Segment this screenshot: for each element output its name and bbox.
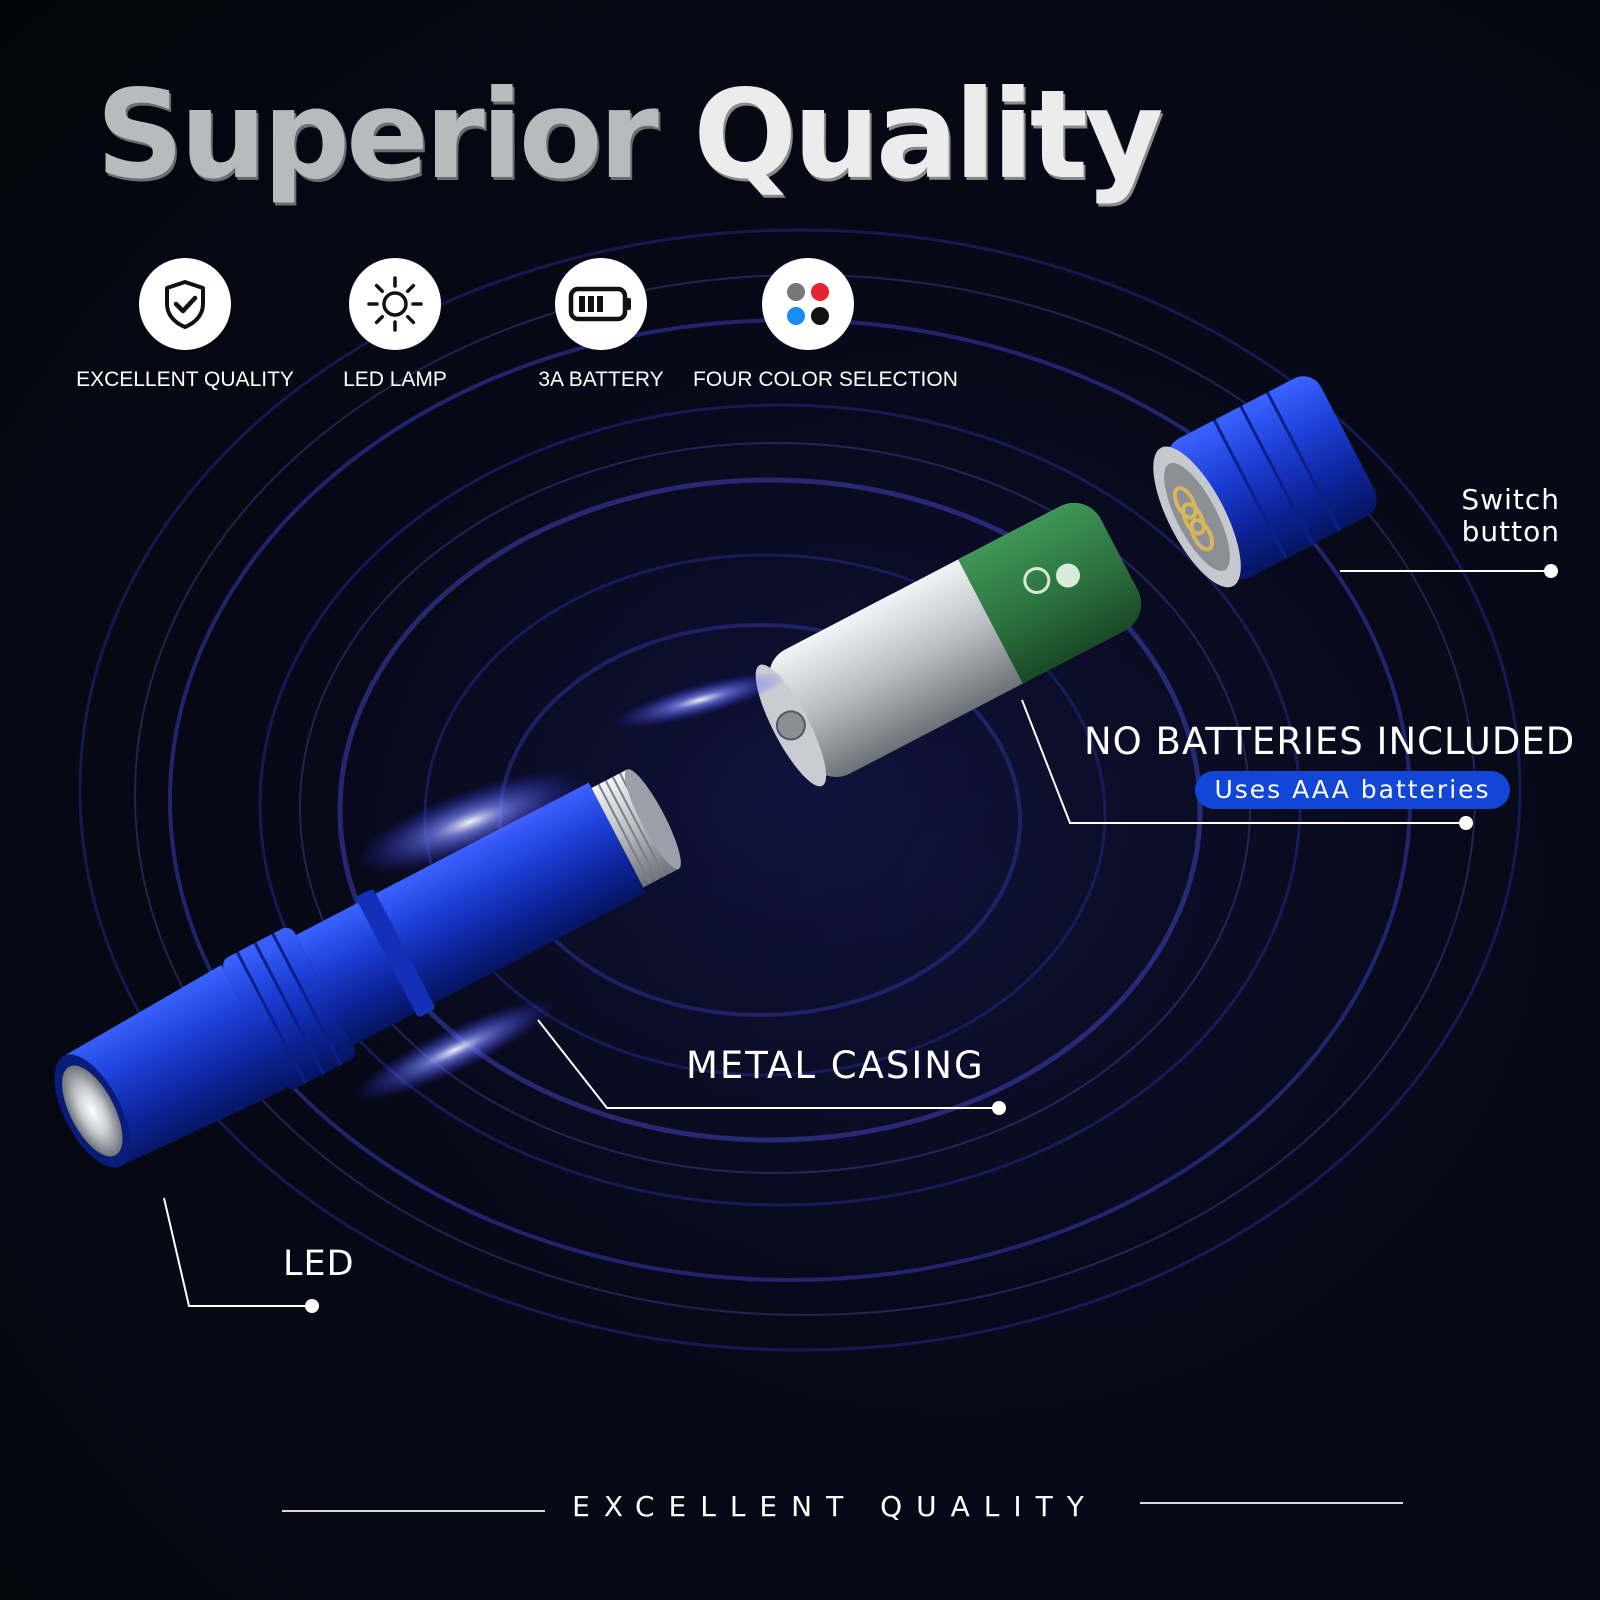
callout-switch-line1: Switch	[1461, 483, 1560, 516]
feature-label: LED LAMP	[343, 368, 447, 391]
led-leader-line	[163, 1197, 312, 1307]
headline-word-superior: Superior	[96, 64, 659, 206]
feature-label: FOUR COLOR SELECTION	[693, 368, 958, 391]
feature-four-color-selection: FOUR COLOR SELECTION	[693, 258, 958, 392]
color-dot-2	[787, 307, 805, 325]
feature-led-lamp: LED LAMP	[280, 258, 510, 392]
four-dots-icon	[762, 258, 854, 350]
uses-aaa-badge: Uses AAA batteries	[1195, 771, 1510, 809]
headline-word-quality: Quality	[693, 64, 1163, 206]
color-dot-3	[811, 307, 829, 325]
feature-3a-battery: 3A BATTERY	[486, 258, 716, 392]
feature-excellent-quality: EXCELLENT QUALITY	[70, 258, 300, 392]
footer-rule-left	[282, 1510, 545, 1512]
callout-led: LED	[283, 1244, 355, 1284]
shield-check-icon	[139, 258, 231, 350]
callout-no-batteries: NO BATTERIES INCLUDED	[1084, 720, 1576, 763]
callout-switch-button: Switch button	[1461, 484, 1560, 548]
callout-switch-line2: button	[1461, 515, 1560, 548]
color-dot-1	[811, 283, 829, 301]
battery-icon	[555, 258, 647, 350]
footer-tagline: EXCELLENT QUALITY	[572, 1490, 1098, 1523]
feature-label: EXCELLENT QUALITY	[76, 368, 294, 391]
metal-casing-leader-line	[537, 1019, 999, 1109]
led-leader-dot	[305, 1299, 319, 1313]
headline: Superior Quality	[96, 74, 1164, 196]
callout-metal-casing: METAL CASING	[686, 1044, 985, 1087]
no-batteries-leader-line	[1021, 699, 1466, 824]
feature-label: 3A BATTERY	[538, 368, 664, 391]
color-dot-0	[787, 283, 805, 301]
sun-icon	[349, 258, 441, 350]
metal-casing-leader-dot	[992, 1101, 1006, 1115]
switch-leader-dot	[1544, 564, 1558, 578]
no-batteries-leader-dot	[1459, 816, 1473, 830]
footer-rule-right	[1140, 1502, 1403, 1504]
